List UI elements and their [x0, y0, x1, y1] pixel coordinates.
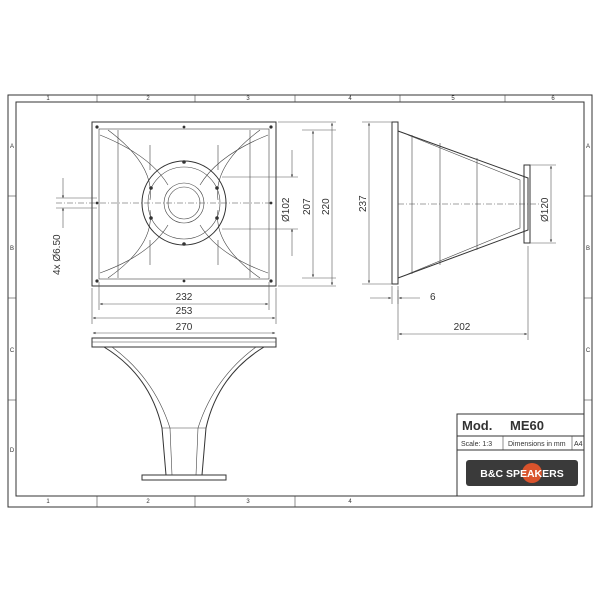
grid-row-c-right: C — [586, 348, 591, 354]
grid-col-4: 4 — [348, 96, 352, 102]
grid-row-d: D — [10, 448, 15, 454]
grid-col-3: 3 — [246, 96, 250, 102]
title-block: Mod. ME60 Scale: 1:3 Dimensions in mm A4… — [456, 413, 585, 497]
grid-row-a: A — [10, 144, 14, 150]
title-paper: A4 — [574, 441, 583, 448]
grid-col-3-bottom: 3 — [246, 499, 250, 505]
grid-row-b-right: B — [586, 246, 590, 252]
grid-row-labels: A B C D A B C — [10, 144, 591, 454]
dim-207: 207 — [302, 198, 313, 215]
front-view — [56, 121, 277, 287]
grid-row-c: C — [10, 348, 15, 354]
dim-232: 232 — [176, 292, 193, 303]
grid-col-1: 1 — [46, 96, 50, 102]
grid-column-labels-top: 1 2 3 4 5 6 — [46, 96, 555, 102]
dim-d120: Ø120 — [540, 197, 551, 222]
drawing-frame — [7, 94, 593, 508]
bottom-view — [91, 337, 277, 481]
grid-col-4-bottom: 4 — [348, 499, 352, 505]
title-units: Dimensions in mm — [508, 441, 566, 448]
grid-row-a-right: A — [586, 144, 590, 150]
dim-253: 253 — [176, 306, 193, 317]
dim-237: 237 — [358, 195, 369, 212]
grid-col-6: 6 — [551, 96, 555, 102]
dim-220: 220 — [321, 198, 332, 215]
brand-logo: B&C SPEAKERS — [466, 460, 578, 486]
dimension-lines — [56, 121, 556, 340]
dim-d102: Ø102 — [281, 197, 292, 222]
title-mod-label: Mod. — [462, 418, 492, 433]
dim-270: 270 — [176, 322, 193, 333]
dimension-labels: 4x Ø6.50 Ø102 207 220 232 253 270 237 6 … — [52, 195, 551, 333]
title-model: ME60 — [510, 418, 544, 433]
title-scale: Scale: 1:3 — [461, 441, 492, 448]
grid-col-2-bottom: 2 — [146, 499, 150, 505]
grid-col-5: 5 — [451, 96, 455, 102]
brand-name: B&C SPEAKERS — [480, 468, 563, 480]
grid-col-1-bottom: 1 — [46, 499, 50, 505]
grid-column-labels-bottom: 1 2 3 4 — [46, 499, 352, 505]
bolt-holes — [95, 125, 273, 283]
dim-202: 202 — [454, 322, 471, 333]
dim-6: 6 — [430, 292, 436, 303]
grid-row-b: B — [10, 246, 14, 252]
grid-col-2: 2 — [146, 96, 150, 102]
dim-holes: 4x Ø6.50 — [52, 234, 63, 275]
side-view — [391, 121, 540, 285]
